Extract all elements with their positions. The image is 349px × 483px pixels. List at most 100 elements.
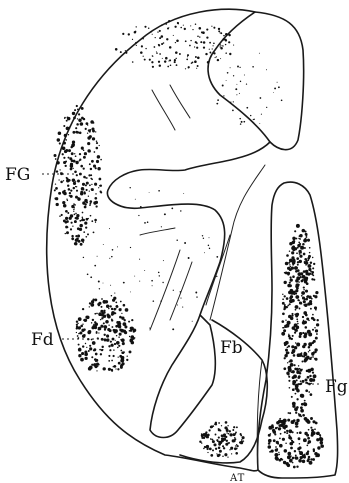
- dense-dot: [227, 425, 228, 426]
- sparse-dot: [147, 221, 149, 223]
- sparse-dot: [153, 300, 155, 302]
- inner-stroke-3: [140, 228, 175, 235]
- dense-dot: [73, 203, 75, 205]
- dense-dot: [286, 432, 288, 434]
- dense-dot: [278, 427, 281, 430]
- dense-dot: [278, 452, 279, 453]
- dense-dot: [214, 423, 216, 425]
- sparse-dot: [190, 25, 191, 26]
- dense-dot: [82, 345, 84, 347]
- dense-dot: [80, 165, 83, 168]
- sparse-dot: [107, 316, 108, 317]
- sparse-dot: [252, 66, 254, 68]
- dense-dot: [280, 458, 283, 461]
- dense-dot: [311, 434, 314, 437]
- dense-dot: [316, 333, 318, 335]
- dense-dot: [301, 295, 303, 297]
- dense-dot: [110, 305, 112, 307]
- dense-dot: [312, 267, 314, 269]
- sparse-dot: [120, 51, 122, 53]
- sparse-dot: [163, 260, 164, 261]
- dense-dot: [319, 437, 323, 441]
- dense-dot: [284, 449, 287, 452]
- dense-dot: [121, 313, 122, 314]
- dense-dot: [291, 267, 294, 270]
- dense-dot: [292, 370, 295, 373]
- dense-dot: [67, 117, 69, 119]
- dense-dot: [79, 331, 82, 334]
- sparse-dot: [183, 25, 184, 26]
- sparse-dot: [128, 33, 130, 35]
- dense-dot: [312, 257, 313, 258]
- dense-dot: [235, 452, 238, 455]
- sparse-dot: [188, 257, 190, 259]
- dense-dot: [298, 242, 300, 244]
- dense-dot: [86, 189, 88, 191]
- sparse-dot: [145, 48, 146, 49]
- dense-dot: [103, 367, 106, 370]
- sparse-dot: [239, 67, 240, 68]
- dense-dot: [271, 426, 274, 429]
- dense-dot: [285, 349, 288, 352]
- dense-dot: [75, 127, 77, 129]
- dense-dot: [106, 335, 109, 338]
- dense-dot: [98, 304, 100, 306]
- dense-dot: [211, 439, 213, 441]
- sparse-dot: [197, 57, 200, 60]
- dense-dot: [287, 267, 290, 270]
- sparse-dot: [141, 45, 143, 47]
- sparse-dot: [236, 94, 237, 95]
- dense-dot: [218, 428, 219, 429]
- dense-dot: [222, 456, 224, 458]
- sparse-dot: [176, 39, 179, 42]
- sparse-dot: [202, 235, 203, 236]
- dense-dot: [302, 332, 304, 334]
- dense-dot: [304, 417, 308, 421]
- dense-dot: [271, 450, 274, 453]
- dense-dot: [309, 461, 313, 465]
- dense-dot: [284, 425, 287, 428]
- dense-dot: [71, 144, 74, 147]
- dense-dot: [269, 451, 271, 453]
- sparse-dot: [199, 36, 200, 37]
- dense-dot: [95, 193, 97, 195]
- dense-dot: [96, 160, 99, 163]
- dense-dot: [299, 451, 301, 453]
- dense-dot: [287, 362, 288, 363]
- sparse-dot: [218, 28, 220, 30]
- dense-dot: [82, 324, 83, 325]
- dense-dot: [233, 426, 235, 428]
- dense-dot: [229, 449, 230, 450]
- dense-dot: [297, 321, 299, 323]
- dense-dot: [302, 243, 305, 246]
- sparse-dot: [185, 68, 186, 69]
- dense-dot: [208, 437, 209, 438]
- dense-dot: [300, 406, 303, 409]
- dense-dot: [274, 453, 278, 457]
- dense-dot: [308, 391, 310, 393]
- dense-dot: [71, 222, 73, 224]
- dense-dot: [105, 320, 109, 324]
- dense-dot: [286, 372, 289, 375]
- dense-dot: [310, 383, 312, 385]
- dense-dot: [83, 168, 85, 170]
- sparse-dot: [222, 85, 224, 87]
- sparse-dot: [246, 107, 248, 109]
- dense-dot: [76, 332, 77, 333]
- dense-dot: [283, 367, 286, 370]
- dense-dot: [234, 447, 237, 450]
- sparse-dot: [192, 321, 193, 322]
- sparse-dot: [111, 295, 112, 296]
- sparse-dot: [109, 258, 110, 259]
- dense-dot: [91, 322, 92, 323]
- dense-dot: [305, 290, 308, 293]
- dense-dot: [231, 453, 232, 454]
- dense-dot: [315, 329, 318, 332]
- dense-dot: [112, 338, 115, 341]
- dense-dot: [308, 296, 310, 298]
- dense-dot: [282, 298, 284, 300]
- sparse-dot: [159, 53, 161, 55]
- dense-dot: [215, 448, 217, 450]
- dense-dot: [300, 380, 302, 382]
- dense-dot: [289, 387, 291, 389]
